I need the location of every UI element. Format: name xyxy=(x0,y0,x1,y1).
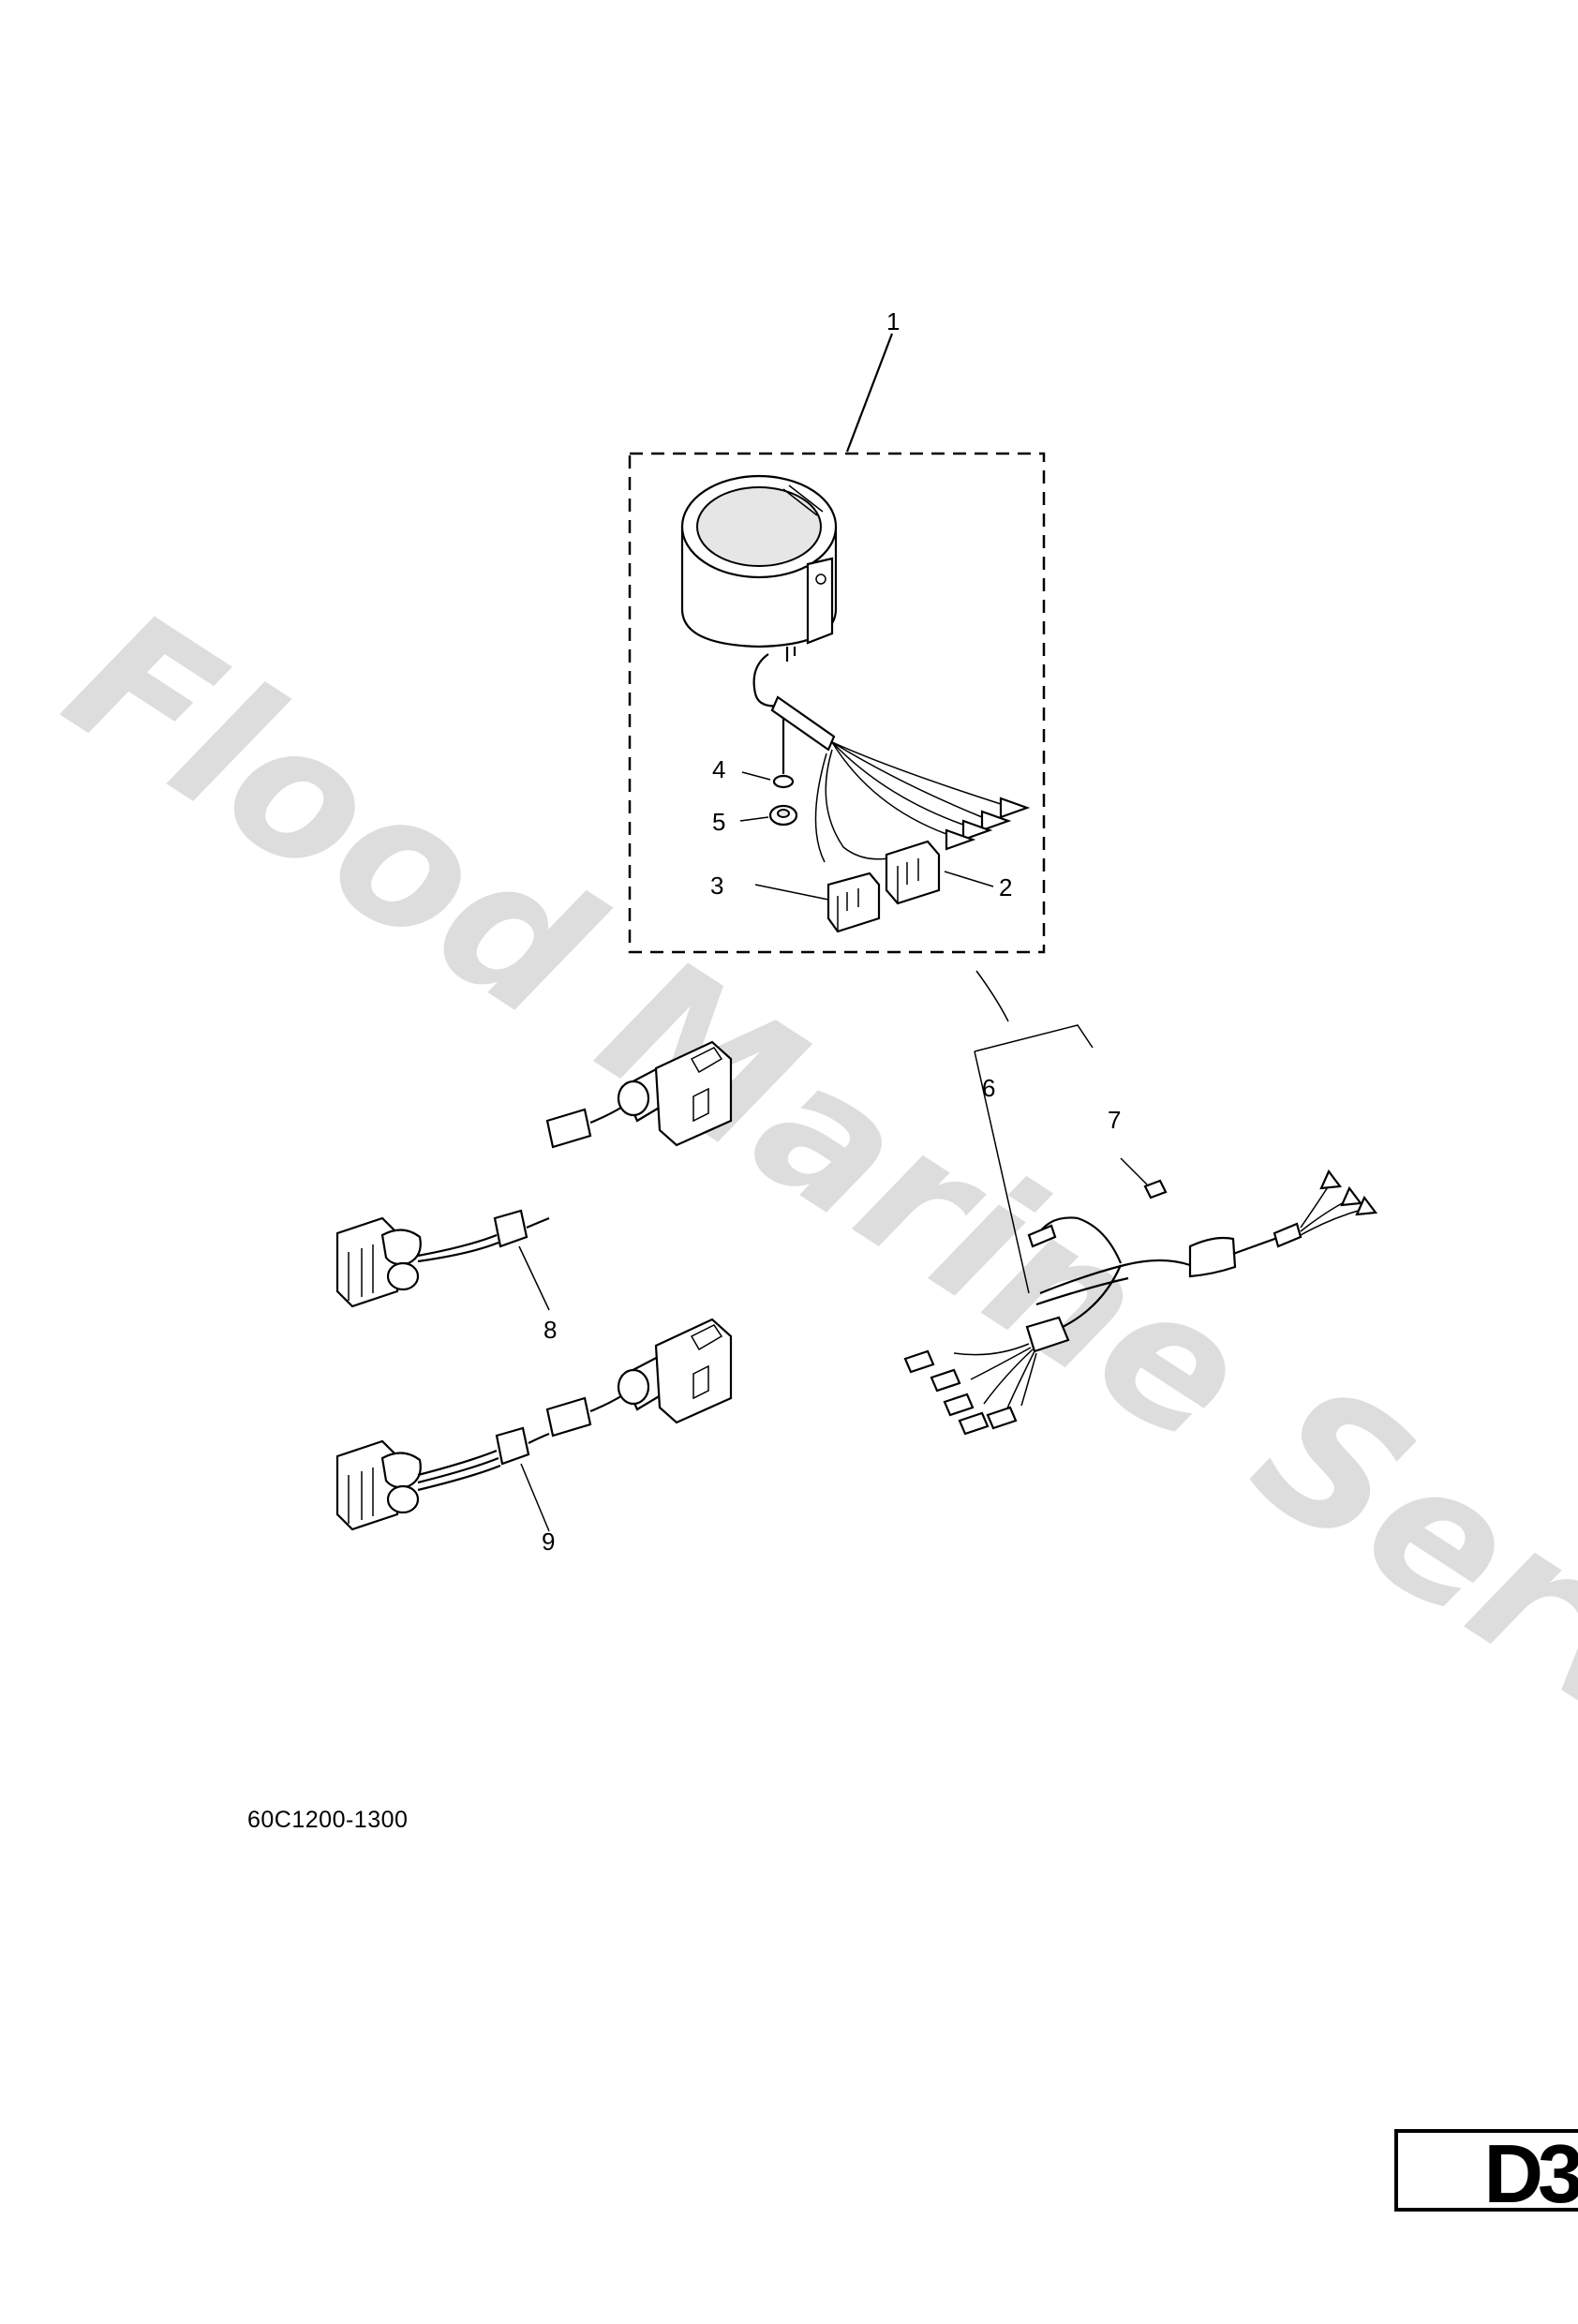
page-badge-label: D3 xyxy=(1483,2127,1578,2220)
callout-leader-8 xyxy=(518,1245,550,1311)
assembly-dashed-box xyxy=(628,452,1046,954)
gauge-assembly xyxy=(628,333,1046,954)
callout-leader-9 xyxy=(520,1463,550,1532)
callout-2: 2 xyxy=(999,873,1012,901)
callout-8: 8 xyxy=(543,1316,557,1344)
watermark-text: Flood Marine Services xyxy=(32,570,1578,1995)
document-code: 60C1200-1300 xyxy=(247,1807,409,1833)
harness-9 xyxy=(335,1318,733,1532)
callout-leader-5 xyxy=(739,816,769,822)
callout-5: 5 xyxy=(712,808,725,836)
callout-9: 9 xyxy=(542,1527,555,1556)
callout-leader-2 xyxy=(944,871,994,887)
callout-1: 1 xyxy=(886,307,900,335)
page-badge: D3 xyxy=(1394,2129,1578,2219)
callout-leader-4 xyxy=(741,771,771,781)
wiring-harness-6 xyxy=(903,970,1378,1436)
callout-leader-1 xyxy=(845,333,894,453)
callout-7: 7 xyxy=(1108,1106,1121,1134)
harness-8 xyxy=(335,1040,733,1311)
callout-4: 4 xyxy=(712,755,725,783)
callout-leader-7 xyxy=(1120,1157,1148,1185)
callout-leader-6 xyxy=(974,970,1094,1294)
callout-3: 3 xyxy=(710,872,723,900)
callout-leader-3 xyxy=(754,884,829,901)
callout-6: 6 xyxy=(982,1074,995,1102)
